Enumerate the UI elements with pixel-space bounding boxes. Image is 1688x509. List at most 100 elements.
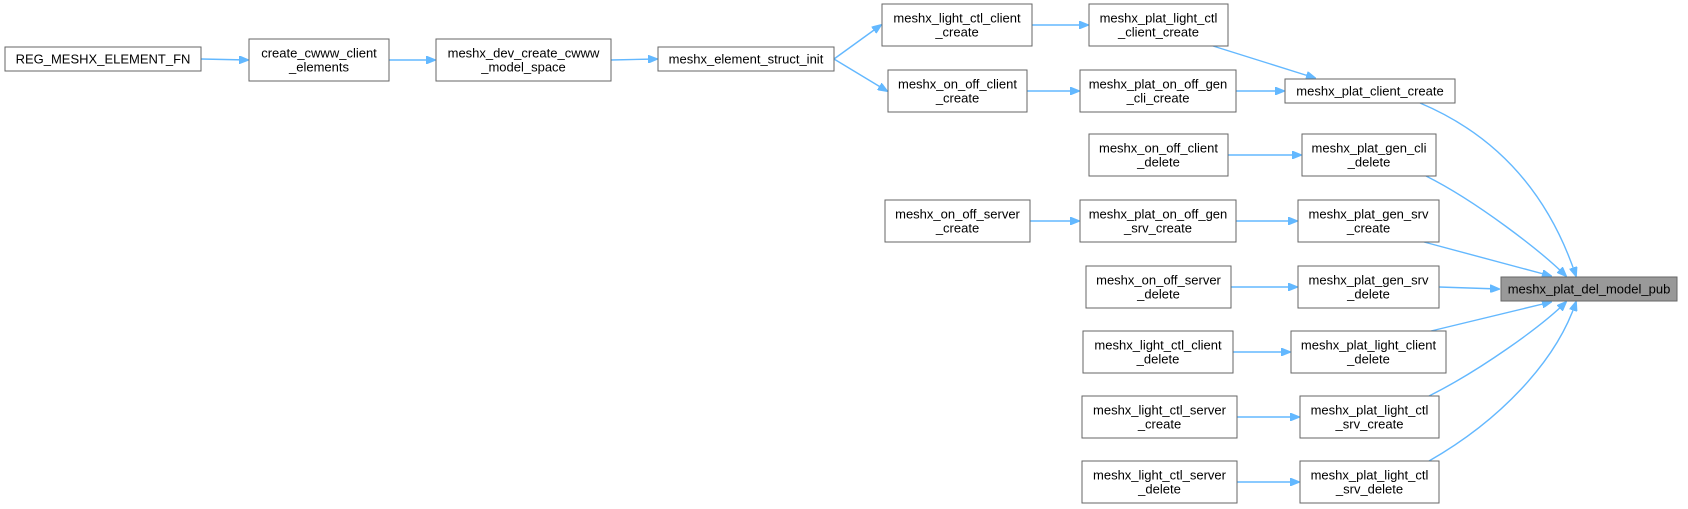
node-label-line: _delete [1136,155,1180,170]
node-box[interactable] [4,46,202,72]
node-label-line: meshx_light_ctl_client [893,11,1021,26]
node-label-line: _client_create [1117,25,1199,40]
node-box[interactable] [1284,78,1456,104]
node-label-line: _delete [1136,352,1180,367]
node-n-dev-create-cwww[interactable]: meshx_dev_create_cwww_model_space [435,38,612,82]
node-n-light-client-delete[interactable]: meshx_plat_light_client_delete [1290,330,1447,374]
node-box[interactable] [884,199,1031,243]
node-box[interactable] [1297,265,1440,309]
node-n-reg-element-fn[interactable]: REG_MESHX_ELEMENT_FN [4,46,202,72]
node-box[interactable] [1299,460,1440,504]
node-box[interactable] [248,38,390,82]
edge-n-light-ctl-srv-create-to-root [1428,302,1566,397]
node-box[interactable] [1088,3,1229,47]
node-label-line: meshx_plat_light_ctl [1100,11,1218,26]
node-label-line: _create [1137,417,1181,432]
node-n-light-ctl-server-create[interactable]: meshx_light_ctl_server_create [1081,395,1238,439]
node-label-line: create_cwww_client [261,46,377,61]
edge-n-gen-srv-create-to-root [1423,241,1551,276]
node-label-line: meshx_plat_light_client [1301,338,1437,353]
edge-n-reg-element-fn-to-n-create-cwww-client [200,59,248,60]
edge-n-element-struct-init-to-n-light-ctl-client-create [833,25,881,60]
node-n-plat-light-ctl-client-create[interactable]: meshx_plat_light_ctl_client_create [1088,3,1229,47]
edge-n-element-struct-init-to-n-on-off-client-create [833,58,887,91]
node-box[interactable] [435,38,612,82]
edge-n-plat-light-ctl-client-create-to-n-client-create [1212,45,1315,78]
node-box[interactable] [1297,199,1440,243]
node-label-line: meshx_on_off_client [898,77,1017,92]
edges-layer [200,25,1576,482]
node-label-line: meshx_dev_create_cwww [448,46,600,61]
node-box[interactable] [1500,276,1678,302]
node-box[interactable] [1301,133,1437,177]
node-n-on-off-client-delete[interactable]: meshx_on_off_client_delete [1088,133,1229,177]
node-box[interactable] [1085,265,1232,309]
node-n-element-struct-init[interactable]: meshx_element_struct_init [657,46,835,72]
node-label-line: _create [1346,221,1390,236]
node-label-line: REG_MESHX_ELEMENT_FN [16,52,191,67]
node-label-line: _delete [1347,155,1391,170]
node-label-line: _delete [1136,287,1180,302]
node-n-light-ctl-client-delete[interactable]: meshx_light_ctl_client_delete [1082,330,1234,374]
node-box[interactable] [887,69,1028,113]
node-n-gen-cli-delete[interactable]: meshx_plat_gen_cli_delete [1301,133,1437,177]
node-box[interactable] [657,46,835,72]
node-n-light-ctl-client-create[interactable]: meshx_light_ctl_client_create [881,3,1033,47]
node-n-on-off-server-delete[interactable]: meshx_on_off_server_delete [1085,265,1232,309]
node-box[interactable] [1082,330,1234,374]
node-label-line: meshx_light_ctl_server [1093,403,1227,418]
node-n-plat-on-off-gen-srv-create[interactable]: meshx_plat_on_off_gen_srv_create [1079,199,1237,243]
node-label-line: meshx_element_struct_init [669,52,824,67]
node-label-line: meshx_plat_on_off_gen [1089,207,1228,222]
node-n-on-off-client-create[interactable]: meshx_on_off_client_create [887,69,1028,113]
edge-n-gen-srv-delete-to-root [1438,287,1499,289]
node-label-line: meshx_light_ctl_server [1093,468,1227,483]
node-label-line: meshx_plat_light_ctl [1311,403,1429,418]
node-label-line: meshx_on_off_server [895,207,1020,222]
node-label-line: _srv_create [1335,417,1404,432]
node-label-line: _create [935,91,979,106]
node-label-line: meshx_plat_light_ctl [1311,468,1429,483]
node-root[interactable]: meshx_plat_del_model_pub [1500,276,1678,302]
node-label-line: _create [935,221,979,236]
node-box[interactable] [881,3,1033,47]
node-label-line: meshx_plat_on_off_gen [1089,77,1228,92]
node-n-light-ctl-srv-create[interactable]: meshx_plat_light_ctl_srv_create [1299,395,1440,439]
edge-n-dev-create-cwww-to-n-element-struct-init [610,59,657,60]
node-label-line: _delete [1346,287,1390,302]
node-label-line: meshx_plat_client_create [1296,84,1443,99]
node-label-line: meshx_plat_gen_srv [1309,273,1429,288]
node-n-plat-on-off-gen-cli-create[interactable]: meshx_plat_on_off_gen_cli_create [1079,69,1237,113]
node-label-line: _cli_create [1126,91,1190,106]
node-n-on-off-server-create[interactable]: meshx_on_off_server_create [884,199,1031,243]
node-n-light-ctl-server-delete[interactable]: meshx_light_ctl_server_delete [1081,460,1238,504]
node-label-line: _srv_delete [1335,482,1403,497]
node-label-line: meshx_plat_gen_srv [1309,207,1429,222]
node-box[interactable] [1290,330,1447,374]
edge-n-light-client-delete-to-root [1430,302,1551,332]
node-n-gen-srv-create[interactable]: meshx_plat_gen_srv_create [1297,199,1440,243]
node-label-line: meshx_on_off_client [1099,141,1218,156]
node-n-create-cwww-client[interactable]: create_cwww_client_elements [248,38,390,82]
node-box[interactable] [1299,395,1440,439]
node-label-line: meshx_plat_del_model_pub [1508,282,1671,297]
node-label-line: _elements [288,60,349,75]
node-box[interactable] [1079,69,1237,113]
edge-n-client-create-to-root [1419,102,1576,276]
node-box[interactable] [1081,460,1238,504]
node-label-line: meshx_light_ctl_client [1094,338,1222,353]
node-label-line: _srv_create [1123,221,1192,236]
node-n-gen-srv-delete[interactable]: meshx_plat_gen_srv_delete [1297,265,1440,309]
node-box[interactable] [1088,133,1229,177]
edge-n-gen-cli-delete-to-root [1425,175,1566,276]
node-n-light-ctl-srv-delete[interactable]: meshx_plat_light_ctl_srv_delete [1299,460,1440,504]
node-box[interactable] [1079,199,1237,243]
node-n-client-create[interactable]: meshx_plat_client_create [1284,78,1456,104]
edge-n-light-ctl-srv-delete-to-root [1428,302,1576,462]
node-box[interactable] [1081,395,1238,439]
node-label-line: meshx_on_off_server [1096,273,1221,288]
node-label-line: meshx_plat_gen_cli [1312,141,1427,156]
nodes-layer: meshx_plat_del_model_pub meshx_plat_clien… [4,3,1678,504]
node-label-line: _create [934,25,978,40]
